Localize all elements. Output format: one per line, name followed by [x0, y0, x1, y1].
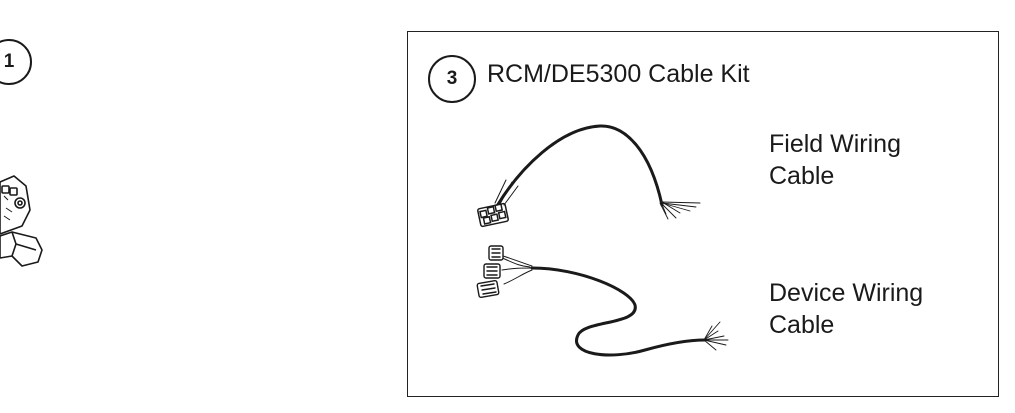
device-wiring-cable-icon	[476, 245, 729, 357]
callout-3: 3	[428, 55, 476, 103]
callout-number: 3	[446, 68, 458, 89]
terminal-block-part-icon	[0, 175, 43, 267]
label-line-2: Cable	[769, 162, 835, 190]
kit-title: RCM/DE5300 Cable Kit	[487, 60, 750, 88]
label-line-1: Field Wiring	[769, 130, 901, 158]
callout-number: 1	[3, 51, 15, 72]
label-line-1: Device Wiring	[769, 279, 924, 307]
cable-kit-panel	[407, 31, 999, 397]
field-wiring-cable-icon	[477, 124, 701, 228]
field-wiring-cable-label: Field Wiring Cable	[769, 128, 901, 192]
device-wiring-cable-label: Device Wiring Cable	[769, 277, 923, 341]
label-line-2: Cable	[769, 311, 835, 339]
